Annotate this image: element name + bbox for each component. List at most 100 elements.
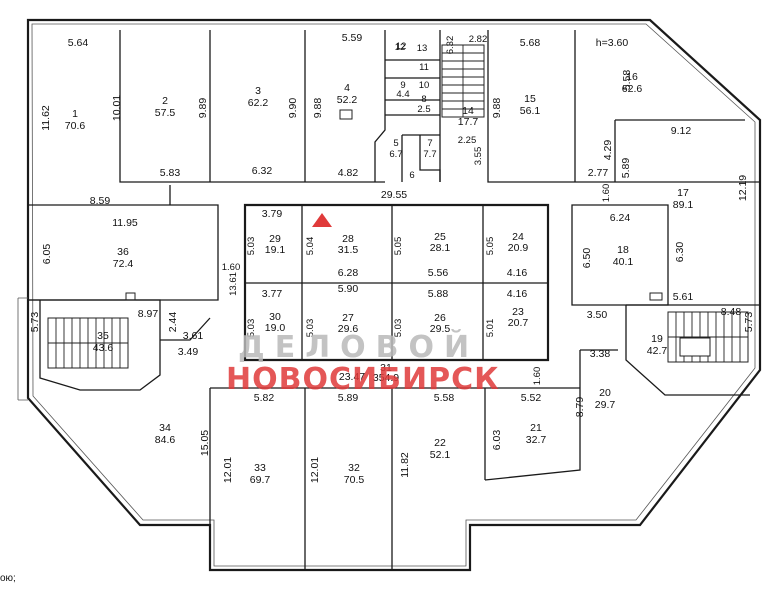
watermark-line1: ДЕЛОВОЙ (238, 329, 479, 365)
room-number: 24 (512, 231, 524, 243)
dimension-label: 5.03 (246, 319, 257, 338)
dimension-label: 13.61 (228, 272, 239, 296)
dimension-label: 3.61 (183, 330, 204, 342)
room-number: 25 (434, 231, 446, 243)
room-area: 354.9 (373, 372, 399, 384)
dimension-label: 5.05 (485, 237, 496, 256)
room-number: 19 (651, 333, 663, 345)
room-number: 2 (162, 95, 168, 107)
dimension-label: 4.16 (507, 288, 528, 300)
watermark-line2: НОВОСИБИРСК (226, 362, 500, 397)
dimension-label: 6.28 (338, 267, 359, 279)
dimension-label: 1.60 (532, 367, 543, 386)
watermark: ДЕЛОВОЙ НОВОСИБИРСК (226, 329, 500, 397)
room-number: 14 (462, 105, 474, 117)
dimension-label: 9.12 (671, 125, 692, 137)
dimension-label: 12.01 (309, 457, 321, 483)
interior-walls (27, 20, 760, 570)
dimension-label: 5.03 (246, 237, 257, 256)
room-number: 16 (626, 71, 638, 83)
room-area: 62.6 (622, 83, 643, 95)
room-number: 13 (417, 43, 428, 54)
svg-text:94.4: 94.4 (396, 80, 409, 100)
dimension-label: 6.50 (581, 248, 593, 269)
room-area: 52.2 (337, 94, 358, 106)
dimension-label: 11.62 (40, 105, 52, 131)
room-area: 7.7 (423, 149, 436, 160)
room-area: 52.1 (430, 449, 451, 461)
room-number: 32 (348, 462, 360, 474)
dimension-label: 5.61 (673, 291, 694, 303)
dimension-label: 15.05 (199, 430, 211, 456)
room-number: 5 (393, 138, 398, 149)
dimension-label: 3.77 (262, 288, 283, 300)
room-number: 30 (269, 311, 281, 323)
dimension-label: 10.01 (111, 95, 123, 121)
dimension-label: 6.05 (41, 244, 53, 265)
room-area: 28.1 (430, 242, 451, 254)
dimension-label: 1.60 (601, 184, 612, 203)
room-area: 29.7 (595, 399, 616, 411)
dimension-label: 4.29 (602, 140, 614, 161)
dimension-label: 5.83 (160, 167, 181, 179)
dimension-label: 5.64 (68, 37, 89, 49)
svg-text:257.5: 257.5 (155, 95, 176, 119)
room-area: 17.7 (458, 116, 479, 128)
room-area: 57.5 (155, 107, 176, 119)
room-number: 1 (72, 108, 78, 120)
room-area: 70.6 (65, 120, 86, 132)
room-area: 69.7 (250, 474, 271, 486)
room-area: 4.4 (396, 89, 409, 100)
dimension-label: 8.97 (138, 308, 159, 320)
dimension-label: 3.50 (587, 309, 608, 321)
room-number: 27 (342, 312, 354, 324)
dimension-label: 2.44 (167, 312, 179, 333)
room-number: 18 (617, 244, 629, 256)
height-label: h=3.60 (596, 37, 629, 49)
dimension-label: 9.88 (312, 98, 324, 119)
room-area: 42.7 (647, 345, 668, 357)
dimension-label: 5.68 (520, 37, 541, 49)
fixture (649, 292, 663, 301)
corner-text: ою; (0, 573, 16, 584)
outer-walls (17, 18, 762, 572)
svg-text:170.6: 170.6 (65, 108, 86, 132)
svg-text:362.2: 362.2 (248, 85, 269, 109)
room-number: 10 (419, 80, 430, 91)
dimension-label: 11.82 (399, 452, 411, 478)
dimension-label: 5.03 (305, 319, 316, 338)
room-area: 31.5 (338, 244, 359, 256)
dimension-label: 3.49 (178, 346, 199, 358)
dimension-labels-vertical: 11.62 10.01 9.89 9.90 9.88 6.32 9.88 5.5… (29, 36, 755, 483)
svg-text:56.7: 56.7 (389, 138, 402, 160)
dimension-label: 11.95 (112, 217, 138, 229)
room-number: 6 (409, 170, 414, 181)
dimension-label: 23.47 (339, 371, 365, 383)
dimension-label: 5.73 (743, 312, 755, 333)
dimension-label: 2.82 (469, 34, 488, 45)
room-area: 72.4 (113, 258, 134, 270)
room-number: 35 (97, 330, 109, 342)
dimension-label: 5.73 (29, 312, 41, 333)
dimension-label: 5.59 (342, 32, 363, 44)
room-area: 84.6 (155, 434, 176, 446)
room-area: 32.7 (526, 434, 547, 446)
dimension-label: 29.55 (381, 189, 407, 201)
dimension-label: 3.55 (473, 147, 484, 166)
dimension-label: 6.03 (491, 430, 503, 451)
dimension-label: 2.25 (458, 135, 477, 146)
